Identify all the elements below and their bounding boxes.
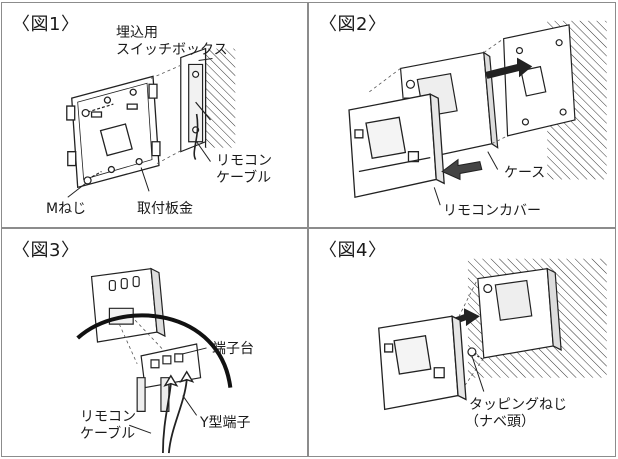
assembly-arrow-back [486, 59, 532, 79]
label-cable-1: リモコン [80, 409, 136, 425]
label-cable-2: ケーブル [216, 170, 272, 186]
m-screw-lower [84, 171, 101, 183]
label-cable-2: ケーブル [80, 426, 136, 442]
label-case: ケース [504, 165, 546, 181]
assembly-arrow-front [442, 160, 482, 180]
y-terminals [165, 372, 193, 386]
label-switch-box-2: スイッチボックス [116, 42, 228, 58]
figure-1-panel: 〈図1〉 [1, 2, 308, 228]
figure-2-panel: 〈図2〉 [308, 2, 616, 228]
figure-4-panel: 〈図4〉 [308, 228, 616, 457]
remote-cover [379, 316, 466, 409]
switch-box [181, 49, 211, 152]
remote-cable [163, 380, 187, 453]
label-mounting-plate: 取付板金 [137, 201, 193, 217]
m-screw-upper [82, 104, 113, 116]
figure-1-drawing [2, 3, 236, 227]
label-switch-box-1: 埋込用 [116, 25, 158, 41]
remote-cable [194, 114, 197, 160]
label-terminal-block: 端子台 [212, 341, 254, 357]
label-tapping-screw-1: タッピングねじ [469, 397, 567, 413]
figure-4-drawing [309, 258, 607, 456]
figure-2-drawing [309, 20, 607, 227]
label-m-screw: Mねじ [46, 201, 87, 217]
label-tapping-screw-2: （ナベ頭） [465, 414, 535, 430]
mounting-plate [67, 76, 160, 187]
back-plate [504, 25, 575, 136]
figure-2-title: 〈図2〉 [319, 14, 387, 35]
figure-3-title: 〈図3〉 [12, 240, 80, 261]
label-cover: リモコンカバー [443, 203, 541, 219]
figure-3-drawing [2, 229, 307, 456]
figure-3-panel: 〈図3〉 [1, 228, 308, 457]
label-y-terminal: Y型端子 [200, 415, 251, 431]
mounted-case [478, 269, 561, 358]
wall-hatch [206, 49, 236, 148]
zoom-arc [78, 315, 231, 387]
case-rear [92, 269, 165, 342]
figure-4-title: 〈図4〉 [319, 240, 387, 261]
label-cable-1: リモコン [216, 153, 272, 169]
tapping-screw [468, 348, 484, 360]
figure-1-title: 〈図1〉 [12, 14, 80, 35]
remote-cover [349, 94, 444, 197]
